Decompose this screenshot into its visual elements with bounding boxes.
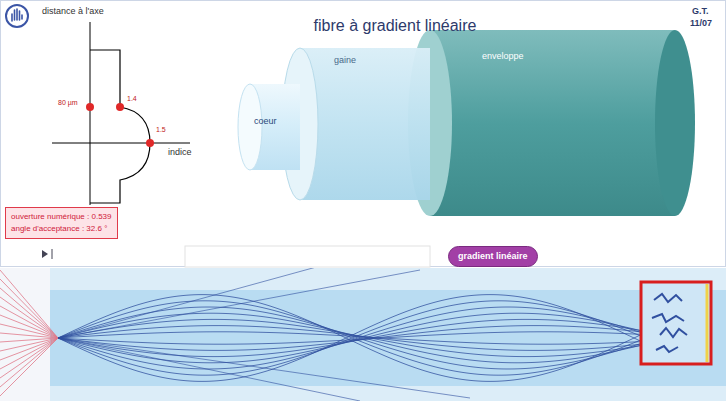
axis-label: distance à l'axe: [42, 6, 104, 16]
core-cylinder: coeur: [236, 84, 302, 172]
index-value: 1.4: [127, 95, 137, 102]
date-mark: 11/07: [690, 18, 712, 28]
fiber-cylinders: [238, 30, 695, 216]
guided-ray: [58, 326, 640, 351]
part-label: coeur: [254, 115, 277, 128]
info-line: angle d'acceptance : 32.6 °: [11, 223, 107, 235]
play-marker: [42, 249, 52, 259]
button-label: gradient linéaire: [458, 250, 528, 263]
radius-value: 80 µm: [58, 99, 78, 106]
axis-label: indice: [168, 147, 192, 157]
input-ray: [0, 338, 58, 369]
input-ray: [0, 338, 58, 396]
guided-ray: [58, 301, 640, 375]
guided-ray: [58, 307, 640, 369]
cladding-cylinder: gainecoeur: [282, 40, 432, 202]
guided-ray: [58, 307, 640, 369]
escaping-ray: [58, 338, 470, 398]
part-label: gaine: [334, 54, 356, 67]
input-ray: [0, 338, 58, 360]
index-profile-graph: [52, 22, 190, 205]
guided-ray: [58, 301, 640, 375]
info-line: ouverture numérique : 0.539: [11, 211, 112, 223]
top-panel: [1, 1, 726, 267]
escaping-ray: [58, 270, 420, 338]
escaping-ray: [58, 338, 360, 401]
input-ray: [0, 333, 58, 338]
input-ray: [0, 270, 58, 338]
guided-ray: [58, 295, 640, 382]
guided-ray: [58, 326, 640, 351]
input-ray: [0, 315, 58, 338]
part-label: enveloppe: [482, 50, 524, 63]
guided-ray: [58, 295, 640, 382]
guided-ray: [58, 313, 640, 363]
ray-panel: [0, 266, 726, 401]
jacket-cylinder: enveloppegainecoeur: [420, 28, 690, 218]
input-ray: [0, 338, 58, 378]
input-ray: [0, 297, 58, 338]
escaping-ray: [58, 268, 320, 338]
input-ray: [0, 324, 58, 338]
guided-ray: [58, 313, 640, 363]
index-value: 1.5: [156, 126, 166, 133]
input-ray: [0, 338, 58, 387]
input-field: [185, 246, 430, 267]
mode-button: gradient linéaire: [448, 246, 538, 267]
hand-icon: [6, 5, 28, 27]
input-ray: [0, 288, 58, 338]
title: fibre à gradient linéaire: [314, 17, 477, 35]
info-box: ouverture numérique : 0.539angle d'accep…: [5, 207, 118, 239]
input-ray: [0, 306, 58, 338]
input-ray: [0, 279, 58, 338]
author-mark: G.T.: [692, 6, 709, 16]
detector-box: [641, 282, 711, 364]
